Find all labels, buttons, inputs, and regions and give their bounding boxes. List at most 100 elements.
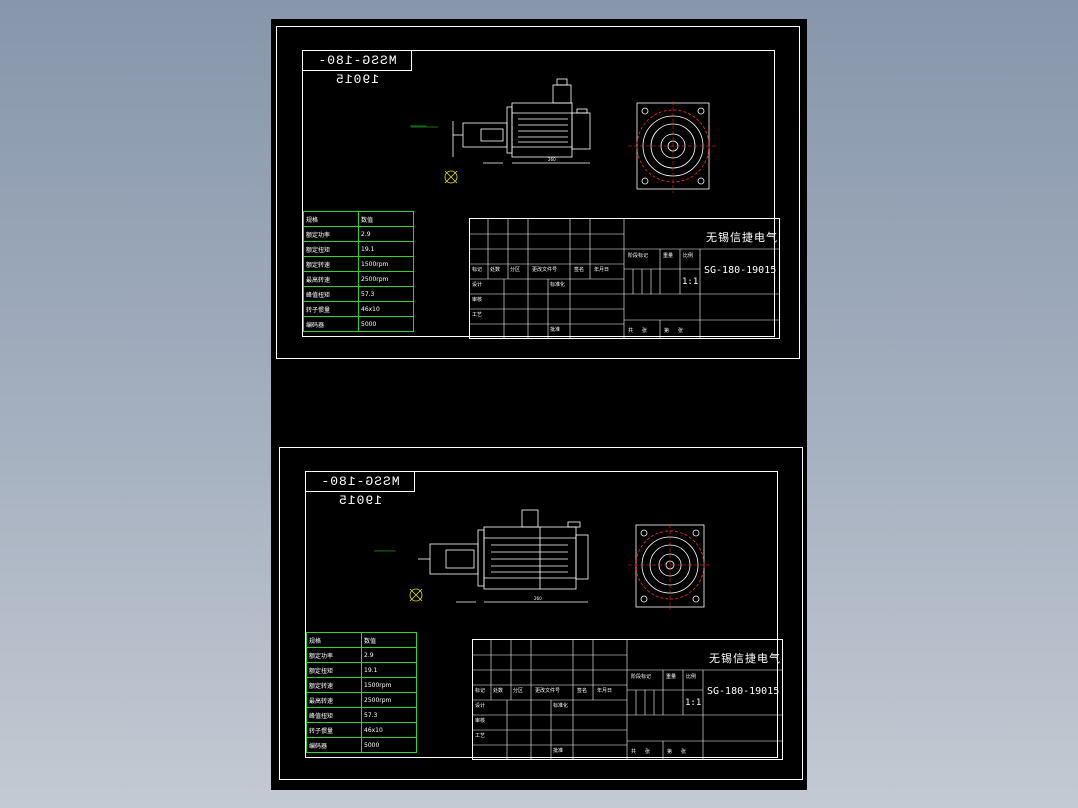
param-key: 最高转速 [306, 692, 362, 708]
param-key: 额定功率 [303, 226, 359, 242]
drawing-number: SG-180-19015 [707, 686, 780, 697]
param-value: 46x10 [358, 301, 414, 317]
param-value: 57.3 [358, 286, 414, 302]
tb-label: 签名 [577, 688, 588, 694]
tb-label: 审核 [472, 297, 483, 303]
param-value: 2.9 [361, 647, 417, 663]
param-value: 1500rpm [361, 677, 417, 693]
tb-label: 更改文件号 [532, 267, 558, 273]
drawing-frame: MSSG-180-19015 [305, 471, 783, 760]
param-key: 编码器 [306, 737, 362, 753]
tb-label: 处数 [493, 688, 504, 694]
param-value: 57.3 [361, 707, 417, 723]
tb-label: 标记 [475, 688, 486, 694]
tb-label: 第 [667, 749, 673, 755]
tb-label: 审核 [475, 718, 486, 724]
scale-value: 1:1 [682, 277, 699, 287]
tb-label: 分区 [510, 267, 521, 273]
param-value: 19.1 [361, 662, 417, 678]
tb-label: 张 [645, 749, 651, 755]
drawing-sheet-2: MSSG-180-19015 [279, 447, 803, 780]
param-key: 额定扭矩 [306, 662, 362, 678]
title-block: 无锡信捷电气 SG-180-19015 1:1 标记 处数 分区 更改文件号 签… [469, 218, 780, 339]
tb-label: 阶段标记 [631, 674, 652, 680]
param-key: 规格 [306, 632, 362, 648]
param-key: 额定转速 [303, 256, 359, 272]
tb-label: 设计 [472, 282, 483, 288]
param-value: 46x10 [361, 722, 417, 738]
tb-label: 工艺 [475, 733, 486, 739]
param-key: 峰值扭矩 [303, 286, 359, 302]
param-key: 转子惯量 [306, 722, 362, 738]
company-name: 无锡信捷电气 [709, 652, 781, 665]
tb-label: 标记 [472, 267, 483, 273]
svg-text:━━━━━━━━━: ━━━━━━━━━ [409, 124, 426, 128]
tb-label: 张 [678, 328, 684, 334]
tb-label: 年月日 [597, 688, 613, 694]
param-key: 转子惯量 [303, 301, 359, 317]
title-block: 无锡信捷电气 SG-180-19015 1:1 标记 处数 分区 更改文件号 签… [472, 639, 783, 760]
param-key: 额定功率 [306, 647, 362, 663]
drawing-title-tag: MSSG-180-19015 [303, 51, 412, 87]
drawing-number: SG-180-19015 [704, 265, 777, 276]
svg-text:260: 260 [548, 157, 556, 162]
tb-label: 批准 [553, 748, 564, 754]
table-row: 规格数值 [306, 632, 417, 648]
table-row: 规格数值 [303, 211, 414, 227]
param-value: 5000 [358, 316, 414, 332]
tb-label: 第 [664, 328, 670, 334]
tb-label: 重量 [663, 253, 674, 259]
tb-label: 签名 [574, 267, 585, 273]
param-key: 峰值扭矩 [306, 707, 362, 723]
param-value: 2500rpm [361, 692, 417, 708]
cad-viewport[interactable]: MSSG-180-19015 [271, 19, 807, 790]
title-block-grid [470, 219, 779, 338]
tb-label: 比例 [686, 674, 697, 680]
motor-drawing: 260 ━━━━━━━━━ [409, 78, 718, 193]
tb-label: 处数 [490, 267, 501, 273]
tb-label: 年月日 [594, 267, 610, 273]
param-key: 额定转速 [306, 677, 362, 693]
tb-label: 更改文件号 [535, 688, 561, 694]
param-key: 最高转速 [303, 271, 359, 287]
tb-label: 张 [642, 328, 648, 334]
tb-label: 设计 [475, 703, 486, 709]
param-value: 数值 [358, 211, 414, 227]
param-value: 5000 [361, 737, 417, 753]
param-value: 2.9 [358, 226, 414, 242]
svg-text:260: 260 [534, 596, 542, 601]
drawing-title-tag: MSSG-180-19015 [306, 472, 415, 508]
tb-label: 分区 [513, 688, 524, 694]
tb-label: 重量 [666, 674, 677, 680]
tb-label: 共 [631, 749, 637, 755]
svg-text:━━━━━━━━━━━━: ━━━━━━━━━━━━ [373, 549, 396, 553]
tb-label: 标准化 [550, 282, 566, 288]
param-value: 数值 [361, 632, 417, 648]
tb-label: 工艺 [472, 312, 483, 318]
tb-label: 阶段标记 [628, 253, 649, 259]
tb-label: 批准 [550, 327, 561, 333]
param-key: 规格 [303, 211, 359, 227]
drawing-sheet-1: MSSG-180-19015 [276, 26, 800, 359]
company-name: 无锡信捷电气 [706, 231, 778, 244]
tb-label: 标准化 [553, 703, 569, 709]
tb-label: 比例 [683, 253, 694, 259]
param-value: 1500rpm [358, 256, 414, 272]
param-value: 19.1 [358, 241, 414, 257]
drawing-frame: MSSG-180-19015 [302, 50, 780, 339]
scale-value: 1:1 [685, 698, 702, 708]
